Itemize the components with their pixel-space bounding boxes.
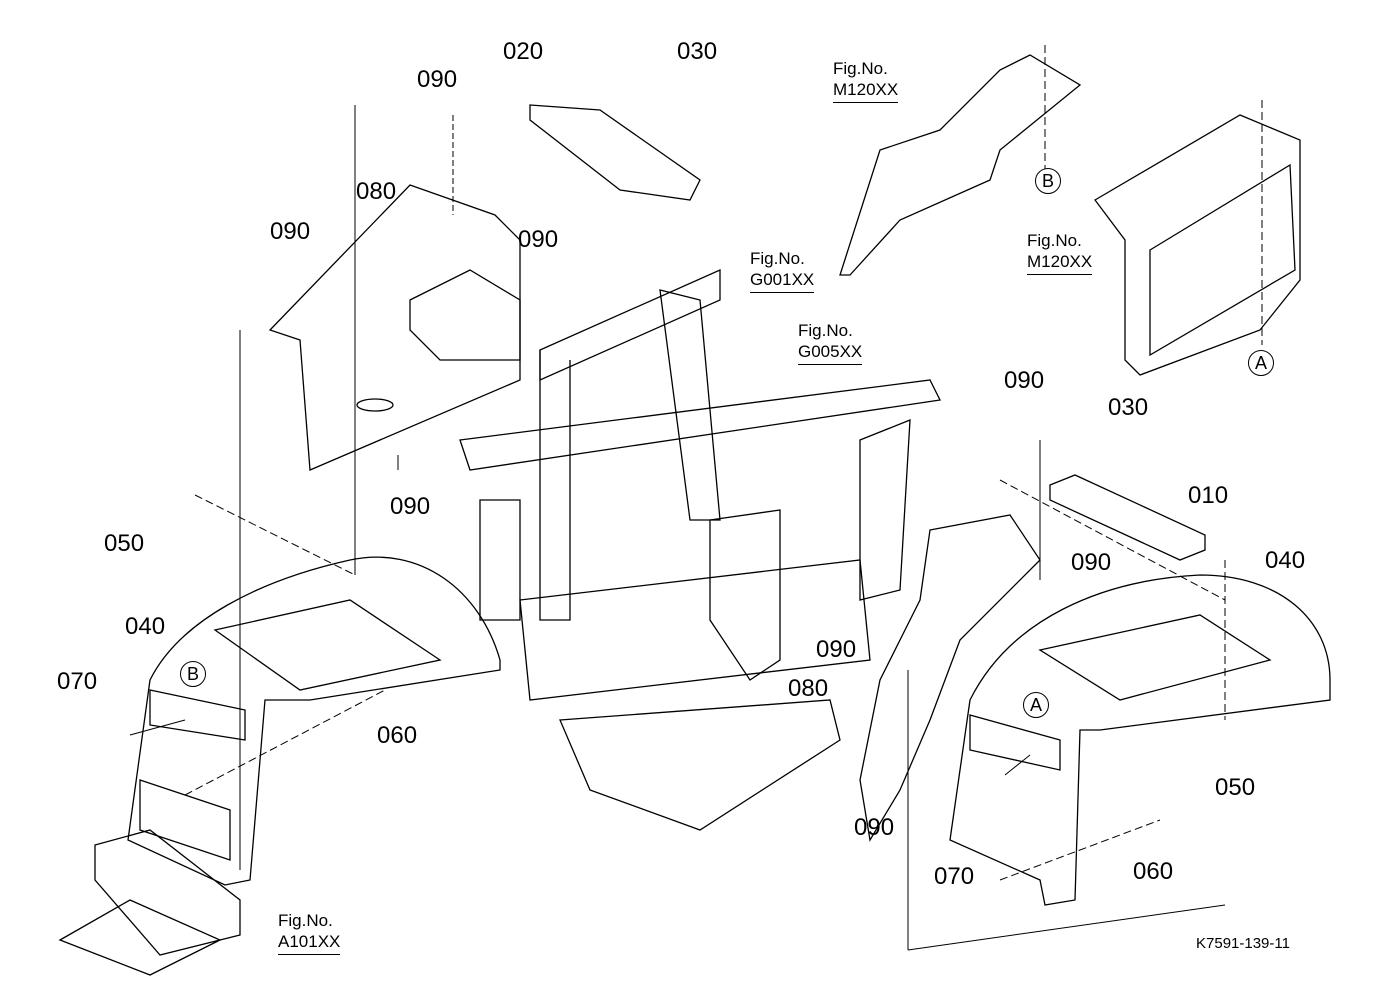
part-label: 070 xyxy=(934,863,975,890)
figure-code: G001XX xyxy=(750,269,815,293)
left-fender xyxy=(127,556,501,886)
callout-a: A xyxy=(1023,692,1049,718)
figure-reference: Fig.No. G005XX xyxy=(798,320,863,365)
hood-upper xyxy=(839,54,1082,276)
part-label: 010 xyxy=(1188,482,1229,509)
figure-prefix: Fig.No. xyxy=(1027,231,1082,250)
right-fender xyxy=(949,574,1331,906)
callout-b: B xyxy=(1035,168,1061,194)
part-label: 040 xyxy=(125,613,166,640)
figure-reference: Fig.No. A101XX xyxy=(278,910,341,955)
part-label: 090 xyxy=(390,493,431,520)
part-label: 090 xyxy=(1071,549,1112,576)
part-label: 070 xyxy=(57,668,98,695)
left-side-panel xyxy=(268,184,521,471)
main-frame xyxy=(459,268,941,831)
figure-code: G005XX xyxy=(798,341,863,365)
callout-b: B xyxy=(180,661,206,687)
part-label: 050 xyxy=(1215,774,1256,801)
part-label: 080 xyxy=(788,675,829,702)
part-label: 040 xyxy=(1265,547,1306,574)
part-label: 090 xyxy=(417,66,458,93)
callout-a: A xyxy=(1248,350,1274,376)
part-label: 030 xyxy=(1108,394,1149,421)
top-bracket-020 xyxy=(529,104,701,201)
part-label: 060 xyxy=(377,722,418,749)
part-label: 090 xyxy=(518,226,559,253)
part-label: 090 xyxy=(1004,367,1045,394)
figure-prefix: Fig.No. xyxy=(798,321,853,340)
drawing-number: K7591-139-11 xyxy=(1196,935,1290,952)
part-label: 080 xyxy=(356,178,397,205)
part-label: 090 xyxy=(854,814,895,841)
figure-prefix: Fig.No. xyxy=(750,249,805,268)
figure-code: A101XX xyxy=(278,931,341,955)
grille xyxy=(1094,114,1301,376)
figure-code: M120XX xyxy=(1027,251,1093,275)
figure-prefix: Fig.No. xyxy=(278,911,333,930)
part-label: 060 xyxy=(1133,858,1174,885)
figure-code: M120XX xyxy=(833,79,899,103)
figure-reference: Fig.No. G001XX xyxy=(750,248,815,293)
right-side-panel xyxy=(859,514,1041,842)
figure-reference: Fig.No. M120XX xyxy=(833,58,899,103)
step-plate xyxy=(58,829,241,976)
part-label: 030 xyxy=(677,38,718,65)
figure-reference: Fig.No. M120XX xyxy=(1027,230,1093,275)
leader-lines xyxy=(129,45,1263,951)
part-label: 050 xyxy=(104,530,145,557)
part-label: 090 xyxy=(816,636,857,663)
part-label: 020 xyxy=(503,38,544,65)
top-bracket-010 xyxy=(1049,474,1206,561)
part-label: 090 xyxy=(270,218,311,245)
figure-prefix: Fig.No. xyxy=(833,59,888,78)
